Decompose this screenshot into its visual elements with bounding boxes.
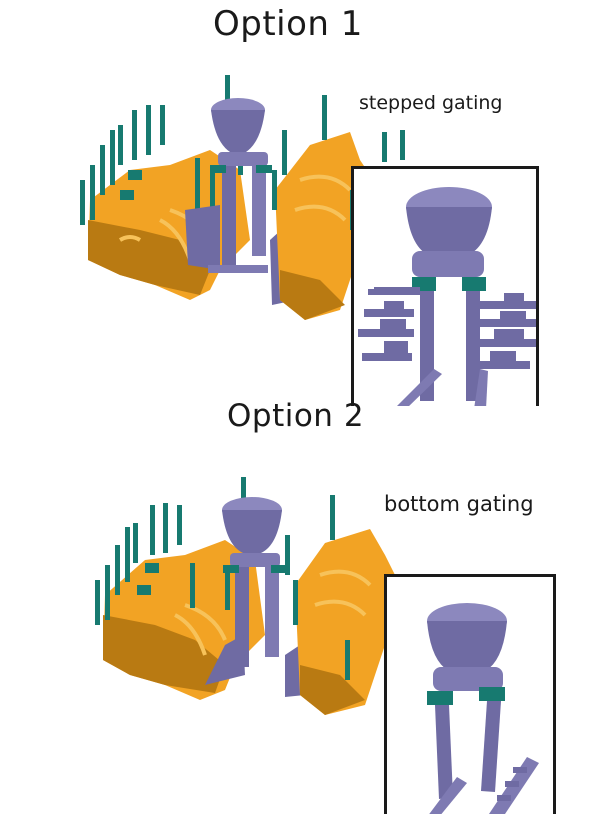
option-2-gating-label: bottom gating — [384, 492, 534, 516]
option-1-title: Option 1 — [213, 4, 363, 44]
option-1-gating-label: stepped gating — [359, 92, 503, 114]
option-1-inset — [351, 166, 539, 406]
option-1-casting-render — [80, 75, 405, 320]
option-2-casting-render — [95, 477, 400, 715]
option-2-title: Option 2 — [227, 398, 365, 434]
option-2-inset — [384, 574, 556, 814]
bottom-gating-closeup — [427, 603, 539, 814]
stepped-gating-closeup — [358, 187, 536, 406]
